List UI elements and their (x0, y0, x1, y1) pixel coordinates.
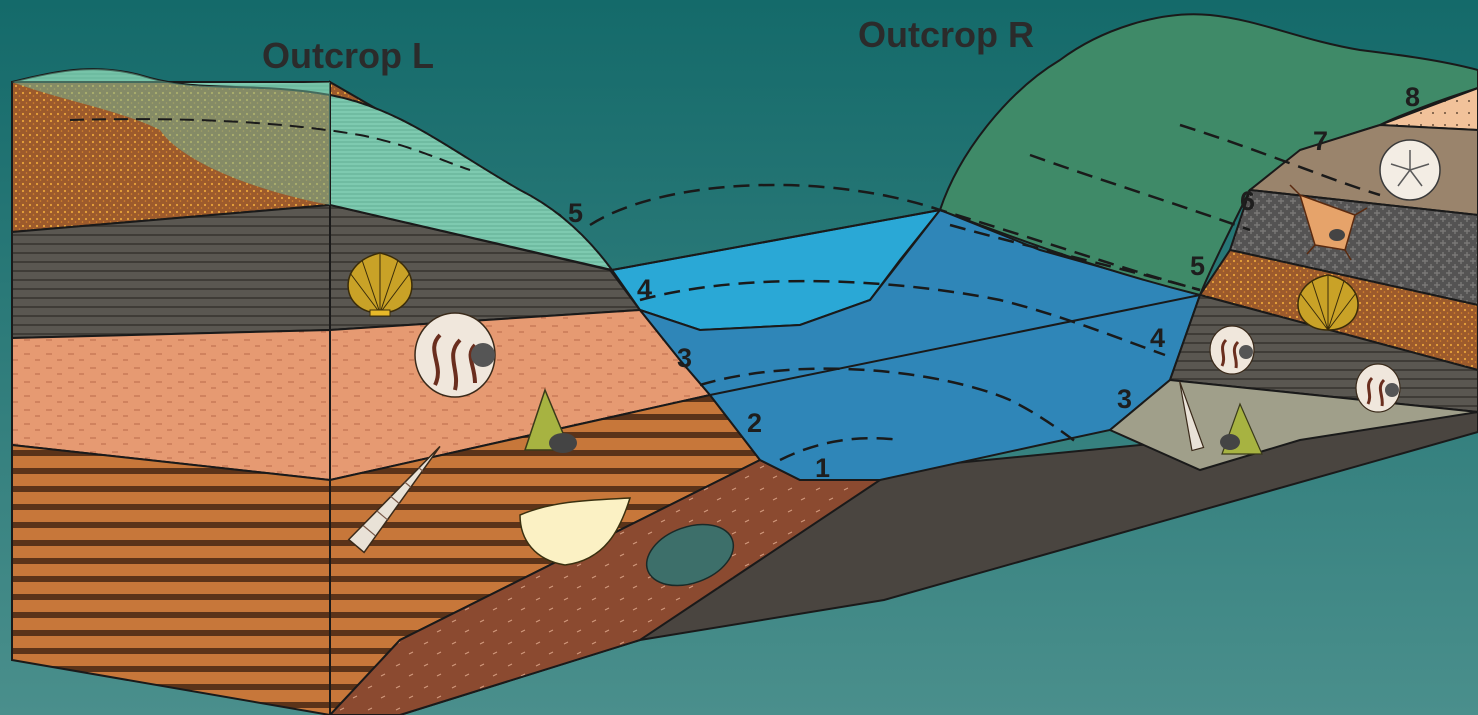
right-layer-num-7: 7 (1313, 126, 1328, 156)
outcrop-l-title: Outcrop L (262, 35, 434, 76)
right-layer-num-3: 3 (1117, 384, 1132, 414)
left-layer-num-1: 1 (815, 453, 830, 483)
nautilus-shell-icon-right-2 (1356, 364, 1400, 412)
right-layer-num-8: 8 (1405, 82, 1420, 112)
left-layer-num-5: 5 (568, 198, 583, 228)
outcrop-r-title: Outcrop R (858, 14, 1034, 55)
left-layer-num-4: 4 (637, 274, 652, 304)
nautilus-shell-icon-right-1 (1210, 326, 1254, 374)
right-layer-num-5: 5 (1190, 251, 1205, 281)
sand-dollar-icon (1380, 140, 1440, 200)
right-layer-num-6: 6 (1240, 186, 1255, 216)
left-layer-num-2: 2 (747, 408, 762, 438)
nautilus-shell-icon (415, 313, 495, 397)
left-layer-num-3: 3 (677, 343, 692, 373)
right-layer-num-4: 4 (1150, 323, 1165, 353)
